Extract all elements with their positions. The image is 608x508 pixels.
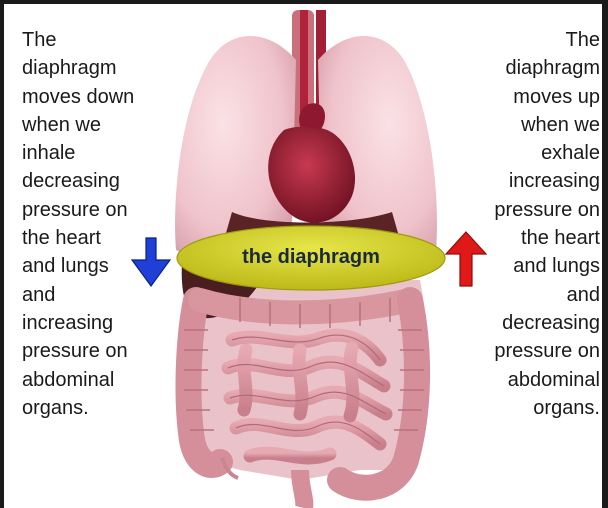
abdominal-organs bbox=[182, 262, 427, 508]
diaphragm-label: the diaphragm bbox=[182, 240, 440, 274]
transverse-colon bbox=[200, 300, 410, 312]
inhale-caption: The diaphragm moves down when we inhale … bbox=[22, 26, 192, 422]
exhale-caption: The diaphragm moves up when we exhale in… bbox=[440, 26, 600, 422]
